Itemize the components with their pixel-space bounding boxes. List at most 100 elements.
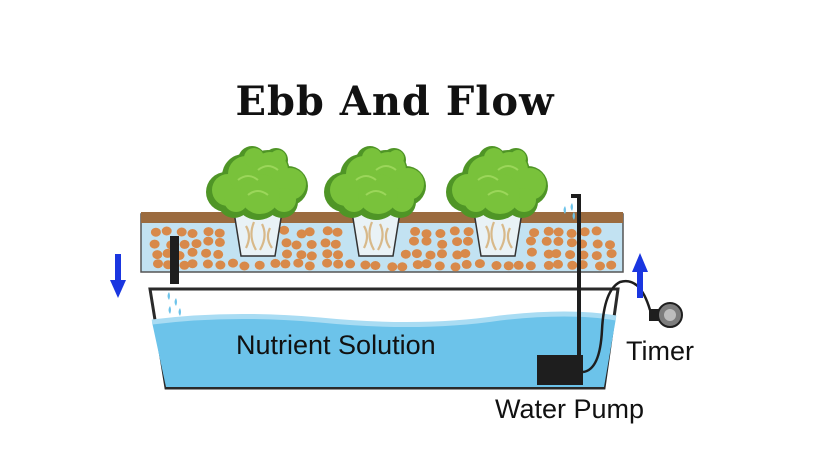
- clay-pebble: [491, 261, 502, 270]
- clay-pebble: [461, 259, 472, 269]
- clay-pebble: [409, 236, 419, 246]
- clay-pebble: [425, 250, 436, 260]
- clay-pebble: [179, 239, 190, 249]
- clay-pebble: [452, 237, 463, 247]
- clay-pebble: [513, 260, 524, 270]
- clay-pebble: [280, 259, 291, 269]
- clay-pebble: [387, 262, 398, 272]
- clay-pebble: [551, 249, 562, 259]
- clay-pebble: [503, 261, 514, 271]
- lettuce-icon: [324, 146, 426, 220]
- clay-pebble: [397, 262, 408, 272]
- page-title: Ebb And Flow: [235, 78, 555, 125]
- clay-pebble: [320, 238, 331, 248]
- clay-pebble: [370, 261, 381, 270]
- clay-pebble: [179, 260, 190, 270]
- clay-pebble: [279, 225, 290, 235]
- clay-pebble: [149, 239, 160, 249]
- clay-pebble: [421, 229, 432, 239]
- clay-pebble: [452, 250, 463, 260]
- clay-pebble: [553, 259, 563, 269]
- clay-pebble: [553, 227, 564, 237]
- clay-pebble: [304, 227, 315, 237]
- supply-pipe: [563, 194, 581, 385]
- clay-pebble: [322, 226, 333, 236]
- clay-pebble: [579, 227, 590, 237]
- clay-pebble: [474, 259, 485, 269]
- clay-pebble: [437, 249, 447, 259]
- clay-pebble: [526, 247, 537, 257]
- clay-pebble: [150, 227, 161, 237]
- net-pots: [233, 211, 523, 257]
- clay-pebble: [606, 260, 617, 270]
- clay-pebble: [304, 261, 315, 271]
- clay-pebble: [296, 250, 307, 260]
- clay-pebble: [345, 259, 356, 269]
- drain-pipe: [167, 236, 181, 316]
- clay-pebble: [460, 249, 471, 258]
- clay-pebble: [203, 227, 214, 237]
- clay-pebble: [463, 227, 474, 237]
- clay-pebble: [214, 228, 225, 238]
- pump-icon: [537, 355, 583, 385]
- clay-pebble: [296, 229, 307, 239]
- clay-pebble: [187, 259, 198, 269]
- clay-pebble: [270, 258, 281, 268]
- clay-pebble: [567, 260, 578, 270]
- drain-drips: [167, 292, 181, 316]
- clay-pebble: [421, 236, 432, 246]
- clay-pebble: [322, 249, 333, 259]
- clay-pebble: [449, 226, 460, 236]
- clay-pebble: [330, 239, 341, 249]
- down-arrow-icon: [110, 254, 126, 298]
- clay-pebble: [543, 226, 554, 236]
- clay-pebble: [291, 240, 302, 250]
- clay-pebble: [152, 250, 163, 260]
- lettuce-plants: [206, 146, 548, 220]
- clay-pebble: [306, 251, 317, 261]
- clay-pebble: [435, 229, 446, 238]
- clay-pebble: [201, 248, 212, 258]
- clay-pebble: [293, 258, 304, 268]
- clay-pebble: [153, 259, 163, 269]
- clay-pebble: [529, 228, 540, 238]
- clay-pebble: [605, 240, 615, 250]
- timer-label: Timer: [626, 336, 694, 366]
- clay-pebble: [161, 226, 172, 236]
- reservoir-tank: [148, 287, 620, 390]
- clay-pebble: [421, 259, 432, 269]
- clay-pebble: [541, 236, 552, 246]
- clay-pebble: [412, 260, 423, 270]
- clay-pebble: [187, 247, 198, 257]
- clay-pebble: [306, 240, 317, 249]
- clay-pebble: [525, 261, 536, 271]
- clay-pebble: [360, 260, 371, 270]
- clay-pebble: [213, 249, 224, 259]
- clay-pebble: [187, 229, 198, 238]
- clay-pebble: [215, 260, 226, 270]
- clay-pebble: [411, 249, 422, 259]
- clay-pebble: [543, 249, 554, 259]
- timer-icon: [649, 302, 683, 328]
- clay-pebble: [228, 258, 238, 268]
- clay-pebble: [566, 228, 577, 238]
- clay-pebble: [410, 226, 421, 236]
- clay-pebble: [463, 236, 473, 246]
- nutrient-solution-label: Nutrient Solution: [236, 330, 436, 360]
- clay-pebble: [434, 261, 445, 271]
- clay-pebble: [565, 250, 576, 260]
- clay-pebble: [322, 258, 333, 268]
- clay-pebble: [282, 249, 292, 259]
- clay-pebble: [566, 238, 577, 248]
- lettuce-icon: [446, 146, 548, 220]
- clay-pebble: [214, 237, 225, 247]
- clay-pebble: [400, 249, 411, 259]
- nutrient-solution-water: [152, 314, 616, 387]
- clay-pebble: [591, 226, 602, 236]
- clay-pebbles: [149, 225, 617, 272]
- clay-pebble: [526, 236, 536, 246]
- clay-pebble: [595, 261, 605, 271]
- water-pump-label: Water Pump: [495, 394, 645, 424]
- clay-pebble: [176, 227, 187, 237]
